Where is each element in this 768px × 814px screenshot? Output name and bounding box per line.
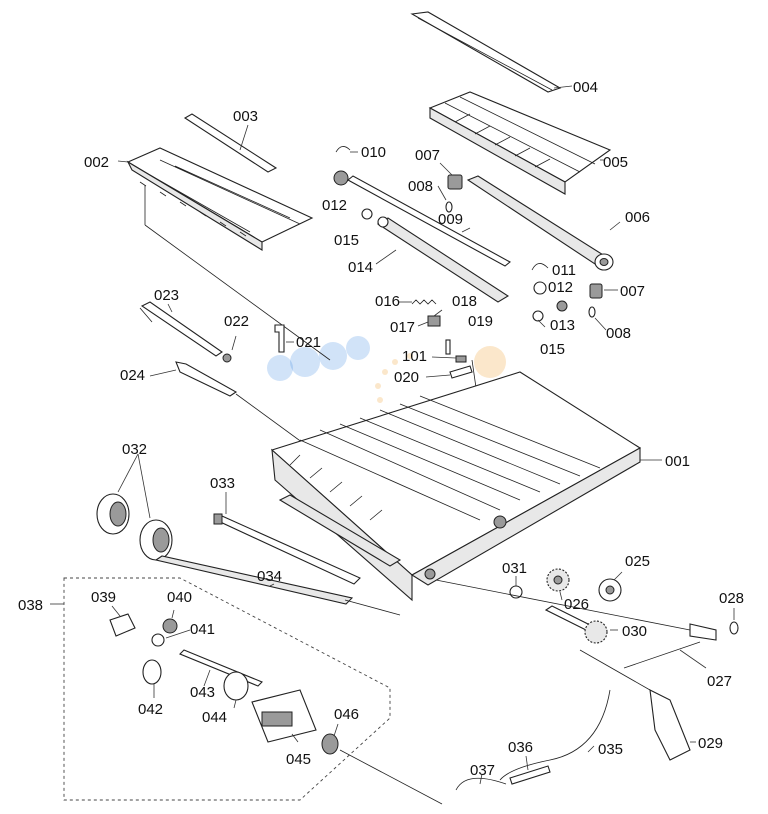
label-006: 006 <box>625 209 650 226</box>
part-025-031-gears <box>435 568 691 644</box>
label-031: 031 <box>502 560 527 577</box>
label-028: 028 <box>719 590 744 607</box>
label-010: 010 <box>361 144 386 161</box>
label-034: 034 <box>257 568 282 585</box>
label-017: 017 <box>390 319 415 336</box>
part-labels: 004 005 006 007 008 003 002 010 012 009 … <box>18 79 744 779</box>
part-035-037-cable <box>455 689 611 791</box>
label-044: 044 <box>202 709 227 726</box>
label-007-right: 007 <box>620 283 645 300</box>
part-003-strip <box>183 113 278 173</box>
label-015-left: 015 <box>334 232 359 249</box>
label-037: 037 <box>470 762 495 779</box>
part-027-029-linkage <box>579 608 739 761</box>
label-101: 101 <box>402 348 427 365</box>
part-006-roller <box>466 175 621 271</box>
part-021-024-levers <box>139 301 341 471</box>
part-004-rail <box>410 11 573 93</box>
label-008-upper: 008 <box>408 178 433 195</box>
label-005: 005 <box>603 154 628 171</box>
label-023: 023 <box>154 287 179 304</box>
label-018: 018 <box>452 293 477 310</box>
part-032-rollers <box>96 453 173 561</box>
label-019: 019 <box>468 313 493 330</box>
label-008-right: 008 <box>606 325 631 342</box>
label-041: 041 <box>190 621 215 638</box>
part-001-main-unit <box>270 371 662 602</box>
label-033: 033 <box>210 475 235 492</box>
part-033-034-shafts <box>154 492 401 616</box>
label-024: 024 <box>120 367 145 384</box>
label-045: 045 <box>286 751 311 768</box>
label-016: 016 <box>375 293 400 310</box>
label-046: 046 <box>334 706 359 723</box>
watermark <box>267 336 506 403</box>
label-035: 035 <box>598 741 623 758</box>
part-002-cover <box>117 147 331 361</box>
part-038-subassembly <box>50 577 443 805</box>
label-007-upper: 007 <box>415 147 440 164</box>
label-012-left: 012 <box>322 197 347 214</box>
part-009-014-shafts <box>333 146 511 303</box>
part-005-guide <box>428 91 612 195</box>
label-042: 042 <box>138 701 163 718</box>
label-011: 011 <box>552 262 576 279</box>
label-030: 030 <box>622 623 647 640</box>
label-004: 004 <box>573 79 598 96</box>
label-026: 026 <box>564 596 589 613</box>
label-040: 040 <box>167 589 192 606</box>
label-027: 027 <box>707 673 732 690</box>
label-032: 032 <box>122 441 147 458</box>
label-014: 014 <box>348 259 373 276</box>
label-002: 002 <box>84 154 109 171</box>
label-029: 029 <box>698 735 723 752</box>
label-003: 003 <box>233 108 258 125</box>
label-038: 038 <box>18 597 43 614</box>
label-013: 013 <box>550 317 575 334</box>
part-007-008-upper <box>437 162 463 213</box>
label-001: 001 <box>665 453 690 470</box>
label-022: 022 <box>224 313 249 330</box>
label-036: 036 <box>508 739 533 756</box>
label-025: 025 <box>625 553 650 570</box>
label-039: 039 <box>91 589 116 606</box>
part-011-015-bearings <box>531 263 618 331</box>
label-015-right: 015 <box>540 341 565 358</box>
label-012-right: 012 <box>548 279 573 296</box>
label-009: 009 <box>438 211 463 228</box>
label-020: 020 <box>394 369 419 386</box>
label-043: 043 <box>190 684 215 701</box>
label-021: 021 <box>296 334 321 351</box>
